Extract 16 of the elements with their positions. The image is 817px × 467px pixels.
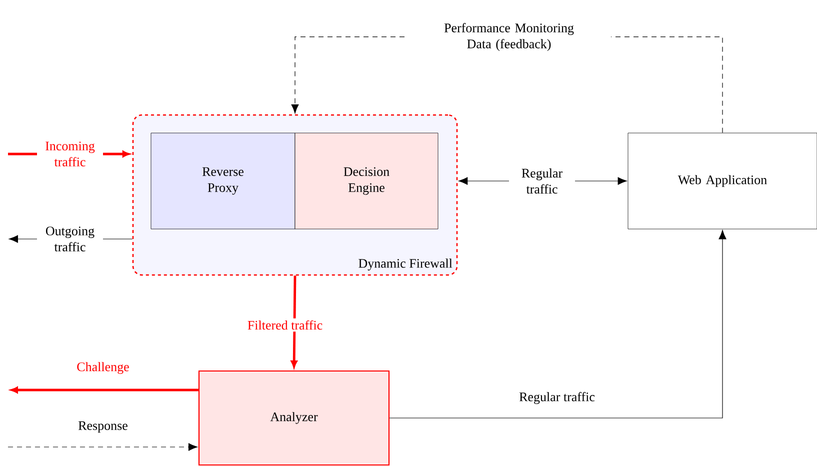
edge-label: Incoming traffic [37, 140, 103, 168]
arrow [8, 443, 198, 451]
process-box: Decision Engine [294, 132, 438, 230]
edge-label: Regular traffic [519, 392, 595, 404]
arrow [290, 276, 298, 368]
arrow [389, 230, 726, 418]
arrow [10, 386, 198, 394]
edge-label: Filtered traffic [245, 318, 325, 332]
process-box: Analyzer [198, 370, 390, 466]
edge-label: Performance Monitoring Data (feedback) [407, 21, 611, 53]
edge-label: Challenge [77, 362, 129, 374]
edge-label: Response [78, 421, 128, 433]
edge-label: Regular traffic [509, 166, 575, 196]
edge-label: Outgoing traffic [37, 224, 103, 254]
process-box: Web Application [628, 132, 817, 230]
process-box: Reverse Proxy [150, 132, 296, 230]
